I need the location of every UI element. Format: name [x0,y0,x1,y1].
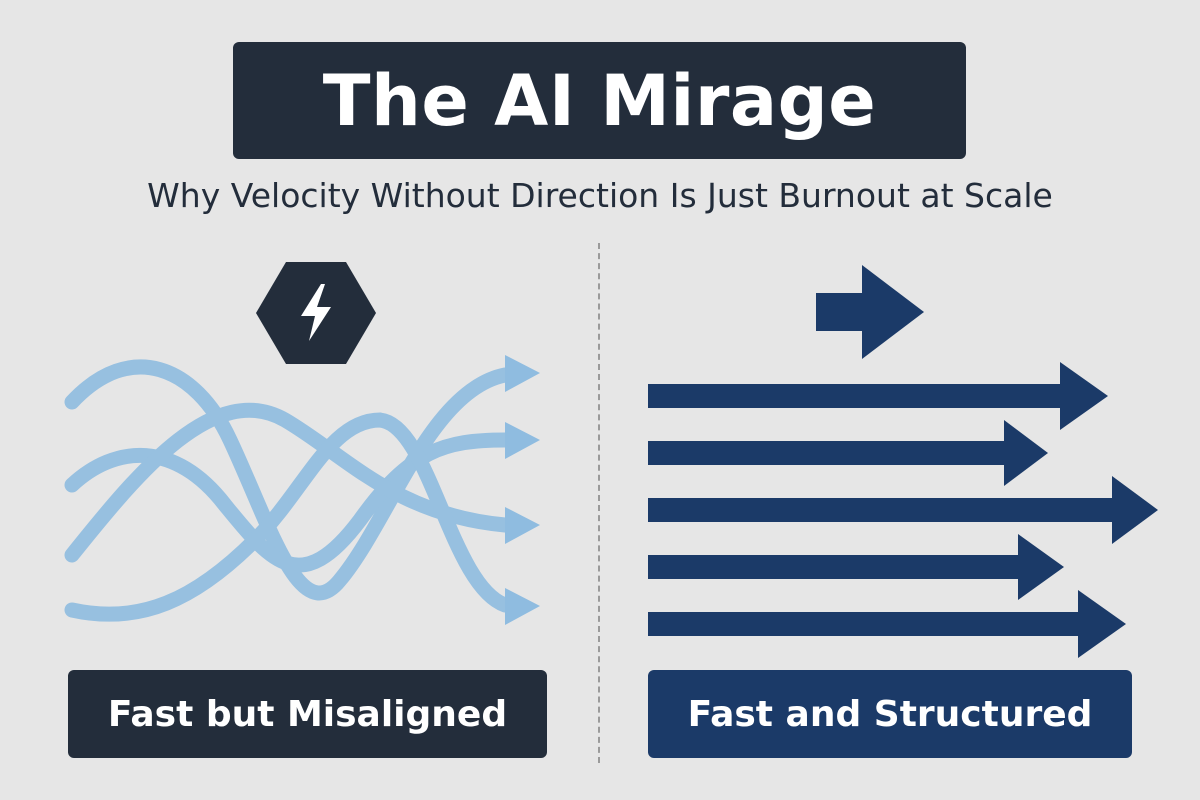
page-title: The AI Mirage [322,59,877,142]
tangled-arrows [64,359,513,622]
title-banner: The AI Mirage [233,42,966,159]
tangled-arrow [64,412,513,622]
parallel-arrow [648,362,1108,430]
tangled-arrowhead [505,588,540,625]
right-arrow-icon [816,265,924,359]
page-subtitle: Why Velocity Without Direction Is Just B… [147,176,1053,215]
left-label-box: Fast but Misaligned [68,670,547,758]
tangled-arrowheads [505,355,540,625]
parallel-arrow [648,534,1064,600]
parallel-arrows [648,362,1158,658]
parallel-arrow [648,476,1158,544]
tangled-arrow [64,432,513,573]
parallel-arrow [648,420,1048,486]
center-divider [598,243,600,763]
left-label: Fast but Misaligned [107,693,508,735]
tangled-arrowhead [505,422,540,459]
tangled-arrowhead [505,355,540,392]
lightning-bolt-hexagon-icon [256,262,376,364]
right-label: Fast and Structured [687,693,1093,735]
tangled-arrow [64,402,513,563]
tangled-arrowhead [505,507,540,544]
parallel-arrow [648,590,1126,658]
right-label-box: Fast and Structured [648,670,1132,758]
